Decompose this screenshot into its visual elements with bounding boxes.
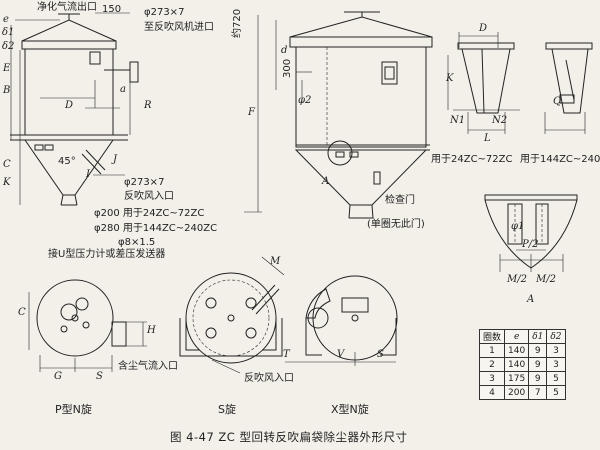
table-cell: 9 — [528, 343, 548, 358]
small-side-view-left — [447, 32, 520, 134]
table-cell: 2 — [478, 357, 506, 372]
small-side-view-right — [544, 42, 593, 134]
table-cell: 4 — [478, 385, 506, 400]
table-cell: 7 — [528, 385, 548, 400]
side-view-left-caption: 用于24ZC~72ZC — [431, 154, 513, 165]
x-type-title: X型N旋 — [331, 403, 369, 416]
dim-d: d — [281, 45, 288, 56]
dim-150-label: 150 — [102, 4, 122, 15]
s-type-title: S旋 — [218, 403, 236, 416]
plan-dim-S: S — [96, 371, 103, 382]
plan-dim-H: H — [147, 325, 156, 336]
ring-dimension-table: 圈数 e δ1 δ2 1 140 9 3 2 140 9 3 3 175 9 5… — [478, 329, 566, 400]
dim-J: J — [113, 154, 118, 165]
pipe-top-label: φ273×7 — [144, 7, 185, 18]
table-cell: 3 — [546, 357, 566, 372]
side-dim-K: K — [446, 73, 454, 84]
figure-caption: 图 4-47 ZC 型回转反吹扁袋除尘器外形尺寸 — [170, 430, 408, 444]
dim-300-label: 300 — [282, 58, 293, 78]
table-cell: 140 — [504, 357, 530, 372]
side-view-right-caption: 用于144ZC~240ZC — [520, 154, 600, 165]
plan-dim-G: G — [54, 371, 62, 382]
clean-outlet-label: 净化气流出口 — [37, 2, 97, 13]
table-cell: 1 — [478, 343, 506, 358]
table-cell: 3 — [546, 343, 566, 358]
side-dim-Q: Q — [553, 96, 562, 107]
dim-B: B — [3, 85, 11, 96]
side-dim-N2: N2 — [492, 115, 508, 126]
pipe-side-label: φ273×7 — [124, 177, 165, 188]
table-cell: 175 — [504, 371, 530, 386]
right-elevation-view — [244, 11, 433, 219]
dim-720-label: 约720 — [232, 8, 243, 38]
plan-dim-V: V — [337, 349, 345, 360]
table-row: 2 140 9 3 — [478, 357, 566, 372]
dim-R: R — [144, 100, 152, 111]
dim-delta2: δ2 — [2, 41, 15, 52]
dim-a: a — [120, 84, 126, 95]
detail-a-view — [484, 194, 578, 272]
plan-dim-M: M — [270, 256, 281, 267]
detail-m-half-right: M/2 — [536, 274, 556, 285]
side-dim-L: L — [484, 133, 491, 144]
table-cell: 9 — [528, 371, 548, 386]
dim-K: K — [3, 177, 11, 188]
table-cell: 3 — [478, 371, 506, 386]
s-reverse-inlet-label: 反吹风入口 — [244, 373, 294, 384]
table-header: 圈数 — [478, 329, 506, 344]
table-cell: 5 — [546, 385, 566, 400]
dim-I: I — [86, 169, 90, 180]
table-header-row: 圈数 e δ1 δ2 — [478, 329, 566, 344]
inspection-door-label: 检查门 — [385, 195, 415, 206]
size-280-label: φ280 用于144ZC~240ZC — [94, 223, 218, 234]
to-fan-label: 至反吹风机进口 — [144, 22, 214, 33]
side-dim-D: D — [479, 23, 488, 34]
plan-dim-T: T — [283, 349, 290, 360]
plan-dim-S2: S — [377, 349, 384, 360]
table-header: δ1 — [528, 329, 548, 344]
table-cell: 140 — [504, 343, 530, 358]
phi2-label: φ2 — [298, 95, 312, 106]
angle-45-label: 45° — [58, 156, 76, 167]
side-dim-N1: N1 — [450, 115, 466, 126]
table-cell: 9 — [528, 357, 548, 372]
size-8-label: φ8×1.5 — [118, 237, 156, 248]
main-front-view — [10, 12, 139, 206]
detail-p-half: P/2 — [522, 239, 539, 250]
size-200-label: φ200 用于24ZC~72ZC — [94, 208, 205, 219]
x-type-plan-view — [285, 275, 398, 366]
table-cell: 200 — [504, 385, 530, 400]
table-row: 4 200 7 5 — [478, 385, 566, 400]
detail-m-half-left: M/2 — [507, 274, 527, 285]
dim-F: F — [248, 107, 255, 118]
table-header: δ2 — [546, 329, 566, 344]
no-door-note: (单圈无此门) — [367, 219, 425, 230]
dusty-inlet-label: 含尘气流入口 — [118, 361, 178, 372]
reverse-inlet-label: 反吹风入口 — [124, 191, 174, 202]
table-cell: 5 — [546, 371, 566, 386]
table-row: 3 175 9 5 — [478, 371, 566, 386]
p-type-plan-view — [28, 279, 147, 372]
view-a-marker: A — [322, 176, 330, 187]
p-type-title: P型N旋 — [55, 403, 92, 416]
table-row: 1 140 9 3 — [478, 343, 566, 358]
table-header: e — [504, 329, 530, 344]
dim-e: e — [3, 14, 9, 25]
dim-C: C — [3, 159, 11, 170]
s-type-plan-view — [179, 256, 285, 374]
dim-delta1: δ1 — [2, 27, 15, 38]
dim-E: E — [3, 63, 11, 74]
dim-D: D — [65, 100, 74, 111]
detail-phi1: φ1 — [511, 221, 525, 232]
detail-a-label: A — [527, 294, 535, 305]
plan-dim-C: C — [18, 307, 26, 318]
pressure-label: 接U型压力计或差压发送器 — [48, 249, 166, 260]
